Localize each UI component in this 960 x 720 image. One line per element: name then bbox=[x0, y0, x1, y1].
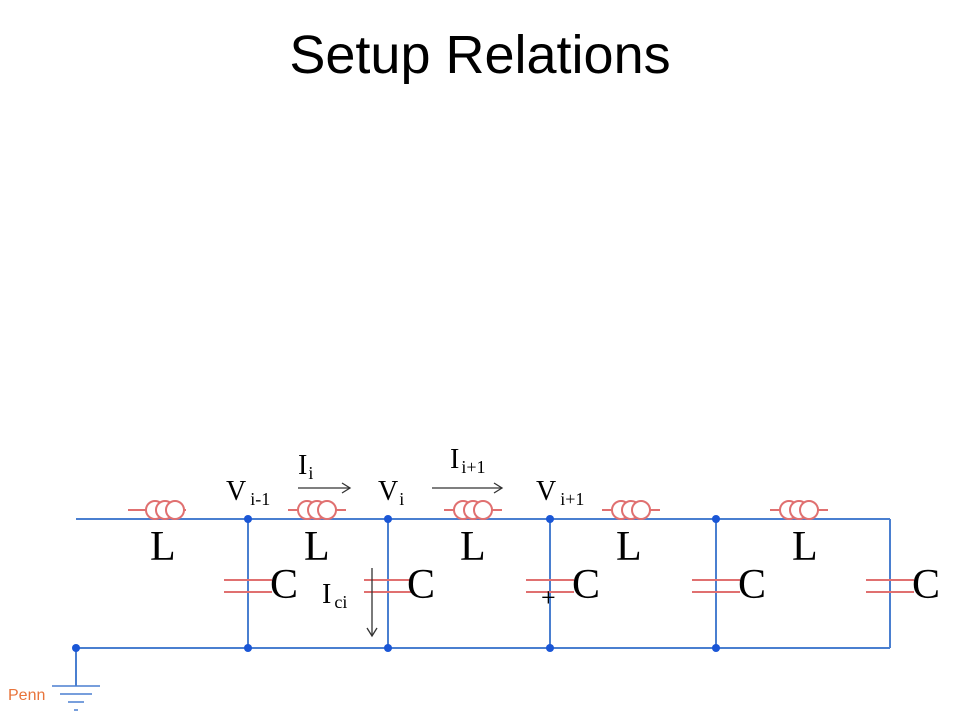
inductor-label: L bbox=[616, 524, 642, 570]
capacitor-1 bbox=[224, 519, 272, 648]
capacitor-sign: + bbox=[541, 583, 556, 612]
ground-icon bbox=[52, 685, 100, 711]
current-label-i-i: Ii bbox=[298, 450, 313, 483]
inductor-labels: L L L L L bbox=[150, 524, 818, 570]
current-arrow-i-plus-1 bbox=[432, 482, 504, 494]
capacitor-label: C bbox=[738, 562, 766, 608]
inductor-label: L bbox=[792, 524, 818, 570]
inductor-label: L bbox=[304, 524, 330, 570]
capacitor-4 bbox=[692, 519, 740, 648]
capacitor-label: C bbox=[407, 562, 435, 608]
current-arrow-i bbox=[298, 482, 352, 494]
capacitor-2 bbox=[364, 519, 412, 648]
voltage-label-v-i: Vi bbox=[378, 476, 404, 509]
inductor-3 bbox=[444, 500, 502, 520]
current-arrow-ci bbox=[366, 568, 378, 638]
inductor-1 bbox=[128, 500, 186, 520]
capacitor-label: C bbox=[572, 562, 600, 608]
inductor-4 bbox=[602, 500, 660, 520]
capacitor-labels: C C C C C bbox=[270, 562, 940, 608]
inductor-2 bbox=[288, 500, 346, 520]
slide-title: Setup Relations bbox=[289, 25, 671, 85]
capacitor-label: C bbox=[912, 562, 940, 608]
inductor-label: L bbox=[150, 524, 176, 570]
inductor-label: L bbox=[460, 524, 486, 570]
footer-label: Penn ESE bbox=[8, 687, 48, 704]
capacitor-label: C bbox=[270, 562, 298, 608]
capacitor-5 bbox=[866, 579, 914, 593]
circuit-nodes bbox=[72, 515, 720, 652]
inductor-5 bbox=[770, 500, 828, 520]
capacitor-3 bbox=[526, 519, 574, 648]
